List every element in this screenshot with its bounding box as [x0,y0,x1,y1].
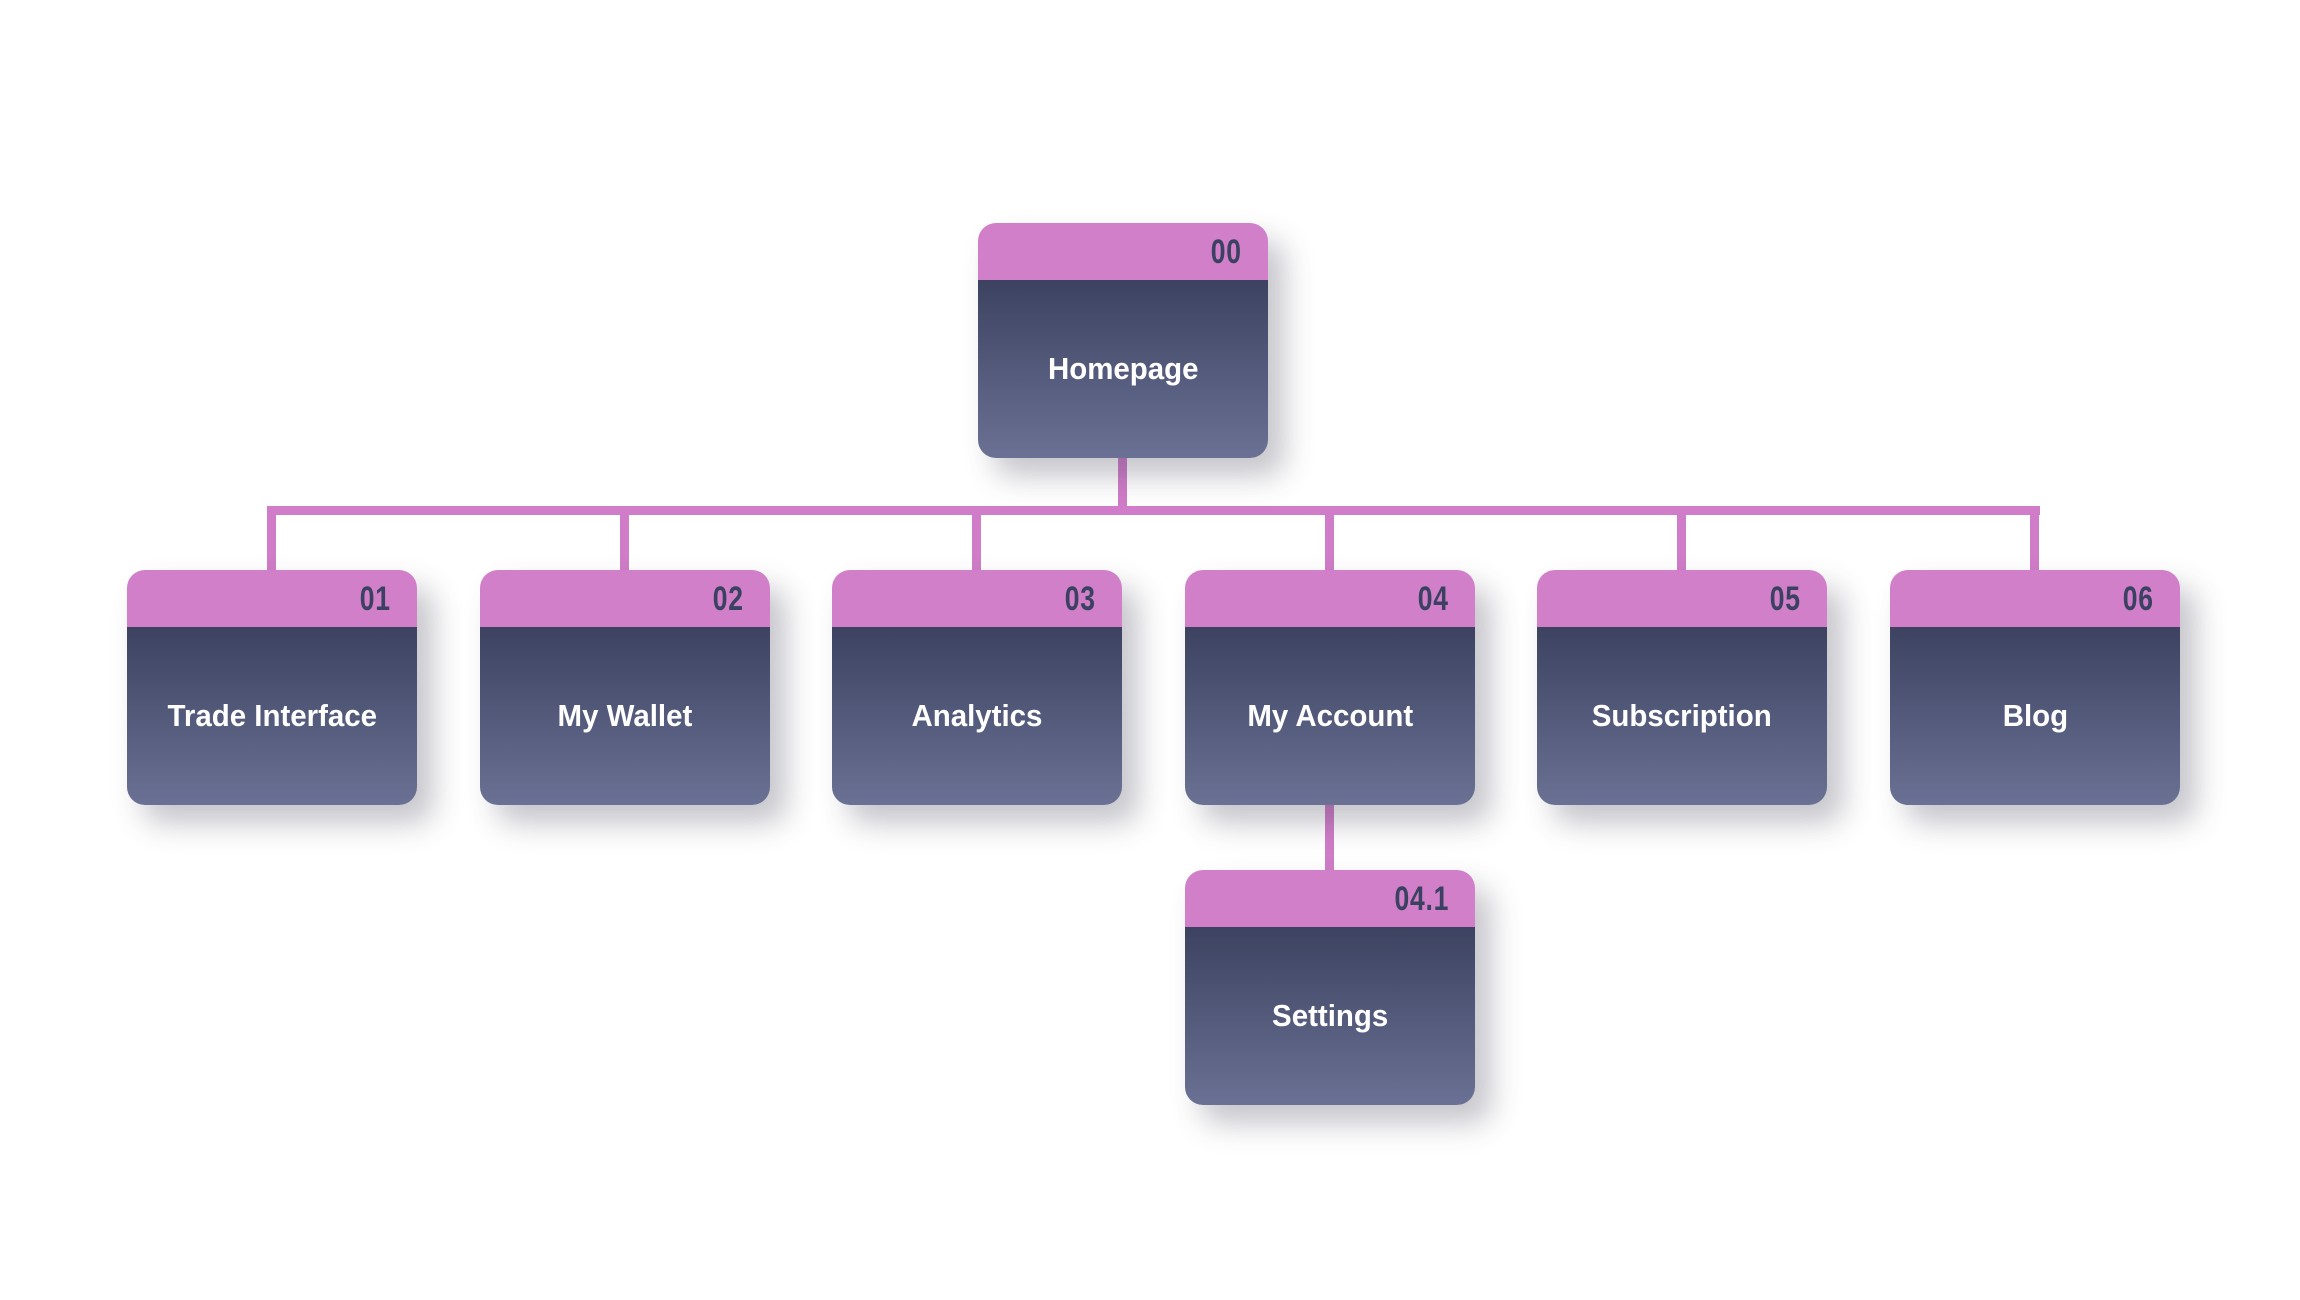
connector-homepage-drop [1118,455,1127,513]
node-label: Subscription [1592,698,1772,733]
node-body: Blog [1890,627,2180,805]
node-label: Homepage [1047,351,1199,386]
node-card-my-wallet: 02 My Wallet [480,570,770,805]
node-label: Blog [2002,698,2068,733]
node-card-analytics: 03 Analytics [832,570,1122,805]
node-card-my-account: 04 My Account [1185,570,1475,805]
node-number: 02 [712,579,744,618]
node-body: Subscription [1537,627,1827,805]
node-card-trade-interface: 01 Trade Interface [127,570,417,805]
node-header: 02 [480,570,770,627]
node-label: Trade Interface [167,698,377,733]
connector-stub-blog [2030,506,2039,572]
node-number: 03 [1064,579,1096,618]
connector-stub-wallet [620,506,629,572]
node-header: 04 [1185,570,1475,627]
node-body: Analytics [832,627,1122,805]
node-body: My Account [1185,627,1475,805]
node-label: My Wallet [557,698,693,733]
node-header: 03 [832,570,1122,627]
node-header: 04.1 [1185,870,1475,927]
node-header: 01 [127,570,417,627]
node-header: 05 [1537,570,1827,627]
connector-stub-trade [267,506,276,572]
node-card-blog: 06 Blog [1890,570,2180,805]
node-number: 05 [1769,579,1801,618]
connector-account-settings [1325,803,1334,872]
connector-row-bar [267,506,2040,515]
node-number: 06 [2122,579,2154,618]
node-label: My Account [1247,698,1413,733]
node-number: 01 [359,579,391,618]
node-header: 00 [978,223,1268,280]
node-header: 06 [1890,570,2180,627]
node-label: Settings [1271,998,1389,1033]
node-number: 00 [1210,232,1242,271]
node-card-homepage: 00 Homepage [978,223,1268,458]
node-body: Homepage [978,280,1268,458]
node-number: 04.1 [1394,879,1449,918]
node-body: Settings [1185,927,1475,1105]
connector-stub-account [1325,506,1334,572]
node-number: 04 [1417,579,1449,618]
node-card-subscription: 05 Subscription [1537,570,1827,805]
connector-stub-analytics [972,506,981,572]
node-card-settings: 04.1 Settings [1185,870,1475,1105]
node-body: Trade Interface [127,627,417,805]
node-label: Analytics [911,698,1043,733]
connector-stub-subscription [1677,506,1686,572]
node-body: My Wallet [480,627,770,805]
